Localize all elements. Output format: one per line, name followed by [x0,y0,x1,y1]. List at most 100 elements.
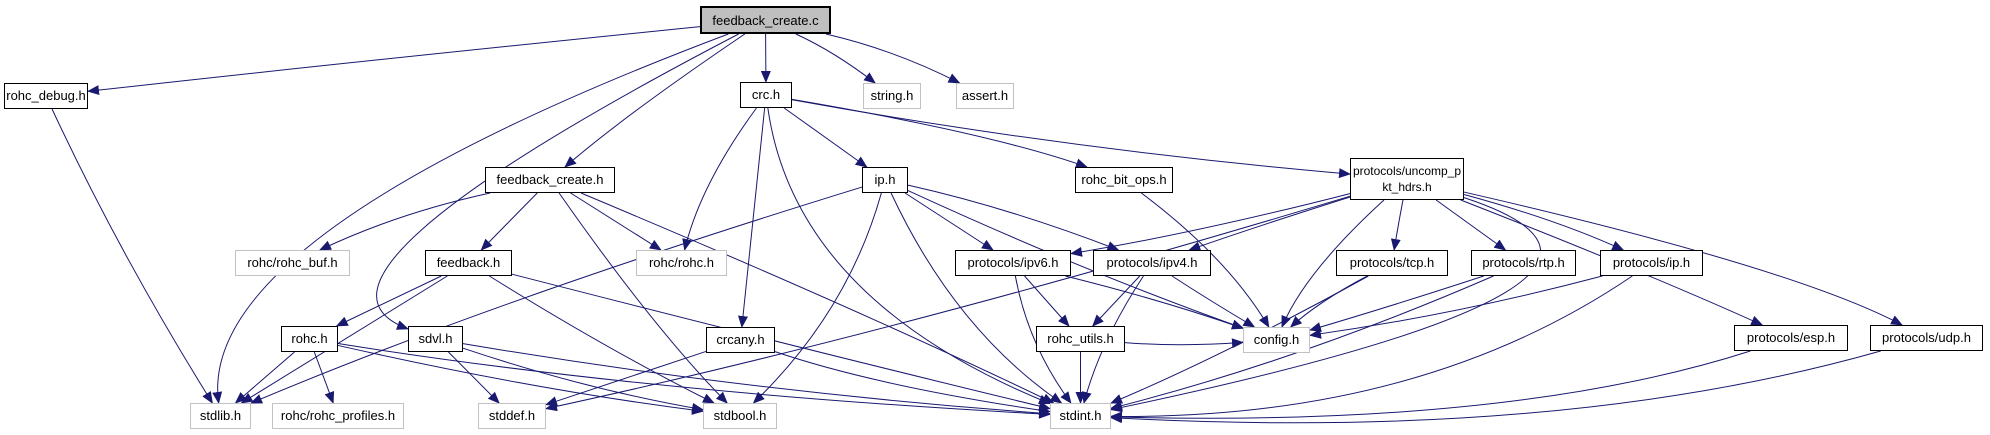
edge-pip-config [1309,275,1603,339]
edge-crc-rohc_rohc [682,107,757,251]
node-crcany[interactable]: crcany.h [706,327,775,353]
node-uncomp[interactable]: protocols/uncomp_pkt_hdrs.h [1350,158,1464,200]
node-rohc_buf: rohc/rohc_buf.h [235,250,350,276]
edge-pip-stdint [1110,275,1633,422]
node-rohc_rohc: rohc/rohc.h [636,250,727,276]
edge-ipv6-stdint [1014,275,1072,404]
edge-ipv4-config [1171,275,1256,328]
node-rohc_h[interactable]: rohc.h [281,326,338,352]
edge-sdvl-stddef [448,351,500,404]
node-tcp[interactable]: protocols/tcp.h [1336,250,1448,276]
edge-fc_c-rohc_debug [87,26,701,96]
edge-ip-ipv6 [904,192,994,251]
node-udp[interactable]: protocols/udp.h [1870,325,1983,351]
node-label: feedback.h [436,255,501,270]
node-rtp[interactable]: protocols/rtp.h [1471,250,1576,276]
edge-fc_c-assert [825,33,961,84]
node-utils[interactable]: rohc_utils.h [1036,326,1125,352]
edge-fc_h-feedback [480,192,538,251]
node-sdvl[interactable]: sdvl.h [408,326,463,352]
node-label: rohc_debug.h [6,88,86,103]
node-ip[interactable]: ip.h [862,167,908,193]
node-label: rohc_utils.h [1047,331,1114,346]
node-label: protocols/uncomp_pkt_hdrs.h [1352,164,1462,194]
edge-feedback-stdint [511,273,1051,411]
edge-crc-stdint [767,107,1051,405]
edge-fc_c-string [795,33,876,84]
node-label: feedback_create.h [496,172,604,187]
edge-ipv6-utils [1024,275,1070,327]
edge-fc_h-stdint [580,192,1055,404]
edge-uncomp-tcp [1390,199,1404,251]
edge-uncomp-udp [1463,191,1903,326]
node-label: rohc/rohc_buf.h [247,255,338,270]
node-stdbool: stdbool.h [703,403,777,429]
node-label: rohc/rohc.h [648,255,715,270]
edge-crcany-stddef [545,350,707,406]
edge-ip-config [907,190,1244,330]
edge-fc_c-stdlib [212,33,729,404]
edge-uncomp-stddef [545,195,1351,412]
node-fc_h[interactable]: feedback_create.h [485,167,615,193]
node-ipv6[interactable]: protocols/ipv6.h [955,250,1071,276]
edge-ip-stdbool [752,192,882,404]
node-assert: assert.h [956,83,1014,109]
edge-fc_h-rohc_buf [319,192,491,251]
edge-ipv6-config [1065,275,1244,330]
edge-uncomp-config [1281,199,1385,328]
edge-feedback-stdbool [489,275,715,404]
node-label: stdbool.h [713,408,767,423]
edge-rtp-config [1309,275,1484,332]
node-label: rohc_bit_ops.h [1081,172,1167,187]
node-profiles: rohc/rohc_profiles.h [272,403,404,429]
edge-tcp-config [1289,275,1368,328]
edge-utils-config [1124,338,1244,349]
edge-rohc_h-stdlib [234,351,295,404]
node-feedback[interactable]: feedback.h [425,250,512,276]
edge-ip-stdlib [250,186,863,404]
node-label: stddef.h [488,408,536,423]
node-esp[interactable]: protocols/esp.h [1734,325,1848,351]
node-label: config.h [1253,332,1300,347]
node-label: protocols/esp.h [1746,330,1836,345]
node-label: protocols/udp.h [1882,330,1971,345]
node-label: protocols/ipv4.h [1106,255,1198,270]
edge-tcp-stdint [1110,275,1369,404]
edge-rohc_h-stdbool [337,344,704,415]
edge-ip-stdint [890,192,1063,404]
node-stdint: stdint.h [1050,403,1111,429]
node-label: assert.h [961,88,1009,103]
node-label: crc.h [751,87,781,102]
node-label: stdlib.h [199,408,242,423]
edge-fc_c-sdvl [376,33,739,330]
node-rohc_debug[interactable]: rohc_debug.h [4,83,88,109]
node-pip[interactable]: protocols/ip.h [1600,250,1703,276]
edge-fc_h-rohc_rohc [570,192,662,251]
edge-udp-stdint [1110,350,1881,424]
edge-ipv4-utils [1092,275,1141,327]
node-string: string.h [863,83,921,109]
node-ipv4[interactable]: protocols/ipv4.h [1093,250,1211,276]
node-label: rohc/rohc_profiles.h [280,408,396,423]
node-label: protocols/ipv6.h [967,255,1059,270]
node-label: crcany.h [716,332,765,347]
edge-uncomp-pip [1463,193,1625,251]
edge-sdvl-stdbool [462,347,704,413]
edge-fc_c-fc_h [564,33,746,168]
edge-crc-crcany [738,107,766,328]
node-label: protocols/ip.h [1612,255,1691,270]
node-bit_ops[interactable]: rohc_bit_ops.h [1075,167,1173,193]
node-label: stdint.h [1059,408,1102,423]
node-stddef: stddef.h [478,403,546,429]
node-label: rohc.h [291,331,328,346]
node-label: protocols/tcp.h [1349,255,1435,270]
edge-rohc_h-stdint [337,343,1051,419]
edge-crc-bit_ops [791,98,1088,169]
edge-esp-stdint [1110,350,1751,423]
edge-sdvl-stdint [462,343,1051,418]
node-crc[interactable]: crc.h [740,82,792,108]
edge-bit_ops-config [1141,192,1270,328]
edge-ip-ipv4 [907,184,1120,251]
